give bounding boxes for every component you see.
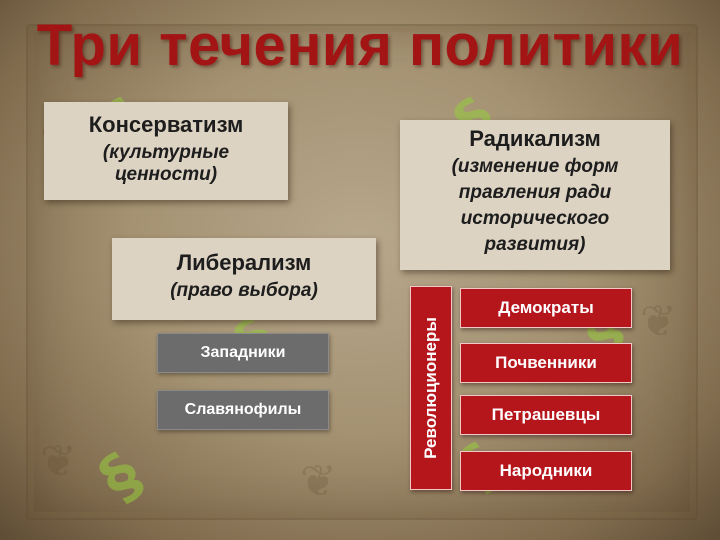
radicalism-box: Радикализм (изменение форм правления рад… bbox=[400, 120, 670, 270]
conservatism-description-line1: (культурные bbox=[102, 142, 230, 163]
ornament-icon: ❦ bbox=[640, 296, 677, 347]
liberalism-box: Либерализм (право выбора) bbox=[112, 238, 376, 320]
ornament-icon: ❦ bbox=[40, 436, 77, 487]
westernizers-box: Западники bbox=[157, 333, 329, 373]
conservatism-title: Консерватизм bbox=[88, 112, 244, 137]
radicalism-title: Радикализм bbox=[469, 126, 601, 151]
page-title: Три течения политики bbox=[36, 13, 684, 78]
liberalism-title: Либерализм bbox=[176, 250, 312, 275]
ornament-icon: ❦ bbox=[300, 456, 337, 507]
democrats-box: Демократы bbox=[460, 288, 632, 328]
decorative-frame bbox=[26, 24, 698, 520]
radicalism-description-line: правления ради bbox=[458, 182, 612, 203]
radicalism-description-line: развития) bbox=[484, 234, 586, 255]
slavophiles-box: Славянофилы bbox=[157, 390, 329, 430]
liberalism-description: (право выбора) bbox=[170, 280, 318, 301]
conservatism-box: Консерватизм (культурные ценности) bbox=[44, 102, 288, 200]
radicalism-description-line: исторического bbox=[460, 208, 610, 229]
narodniki-box: Народники bbox=[460, 451, 632, 491]
revolutionaries-label-box: Революционеры bbox=[410, 286, 452, 490]
pochvenniki-box: Почвенники bbox=[460, 343, 632, 383]
petrashevtsy-box: Петрашевцы bbox=[460, 395, 632, 435]
radicalism-description-line: (изменение форм bbox=[451, 156, 619, 177]
conservatism-description-line2: ценности) bbox=[114, 164, 218, 185]
revolutionaries-label: Революционеры bbox=[421, 317, 440, 459]
